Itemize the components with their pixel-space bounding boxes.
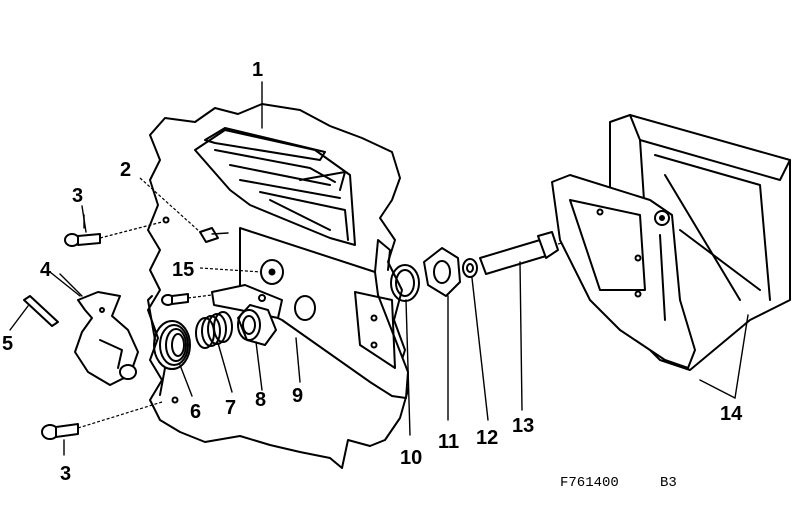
callout-4: 4 <box>40 259 52 281</box>
sheet-code: B3 <box>660 475 677 491</box>
washer <box>462 258 478 278</box>
spring-screw <box>161 293 213 306</box>
screw-2 <box>139 177 229 243</box>
callout-9: 9 <box>292 385 303 407</box>
mounting-panel <box>147 103 409 469</box>
callout-1: 1 <box>252 59 263 81</box>
screw-3-top <box>64 214 170 247</box>
callout-3-bottom: 3 <box>60 463 71 485</box>
callout-2: 2 <box>120 159 131 181</box>
collar-nut <box>237 304 277 346</box>
callout-10: 10 <box>400 447 422 469</box>
drawing-code: F761400 <box>560 475 619 491</box>
cam-lever <box>59 273 139 386</box>
drawing-codes: F761400 B3 <box>560 475 677 491</box>
ring <box>390 264 420 302</box>
cover-frame <box>551 174 696 369</box>
callout-5: 5 <box>2 333 13 355</box>
torsion-spring <box>147 295 191 396</box>
callout-3-top: 3 <box>72 185 83 207</box>
callout-14: 14 <box>720 403 743 425</box>
screw-3-bottom <box>41 396 179 456</box>
compression-spring <box>195 311 233 349</box>
callout-8: 8 <box>255 389 266 411</box>
callout-15: 15 <box>172 259 194 281</box>
hex-nut <box>423 247 461 297</box>
callout-6: 6 <box>190 401 201 423</box>
callout-13: 13 <box>512 415 534 437</box>
callout-12: 12 <box>476 427 498 449</box>
upper-bracket <box>194 127 356 246</box>
pivot-stud <box>199 259 284 285</box>
callout-labels: 1 2 3 4 5 15 6 7 8 9 10 11 12 13 14 3 <box>2 59 743 485</box>
callout-7: 7 <box>225 397 236 419</box>
callout-11: 11 <box>438 431 459 453</box>
leader-lines <box>9 81 749 436</box>
pin <box>23 295 59 327</box>
